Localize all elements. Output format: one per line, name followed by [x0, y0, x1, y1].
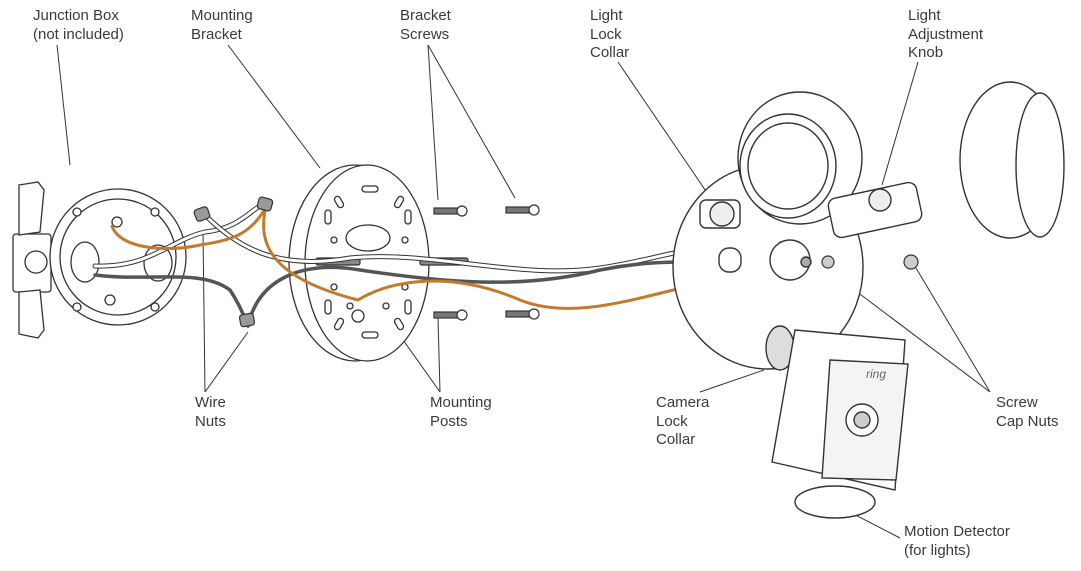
label-light-lock-collar: Light Lock Collar	[590, 7, 630, 61]
label-motion-detector: Motion Detector (for lights)	[904, 523, 1010, 559]
label-wire-nuts: Wire Nuts	[195, 394, 226, 430]
light-head-right	[827, 81, 1065, 239]
label-camera-lock-collar: Camera Lock Collar	[656, 394, 710, 448]
ring-logo: ring	[866, 367, 886, 381]
camera-unit	[765, 325, 909, 519]
label-bracket-screws: Bracket Screws	[400, 7, 451, 43]
light-head-left	[699, 91, 863, 229]
wire-nuts	[193, 196, 274, 328]
label-screw-cap-nuts: Screw Cap Nuts	[996, 394, 1059, 430]
junction-box	[12, 181, 187, 339]
bracket-screws	[433, 204, 540, 321]
label-mounting-posts: Mounting Posts	[430, 394, 492, 430]
label-junction-box: Junction Box (not included)	[33, 7, 124, 43]
screw-cap-nuts	[821, 254, 919, 270]
label-light-adjustment-knob: Light Adjustment Knob	[908, 7, 984, 61]
label-mounting-bracket: Mounting Bracket	[191, 7, 253, 43]
